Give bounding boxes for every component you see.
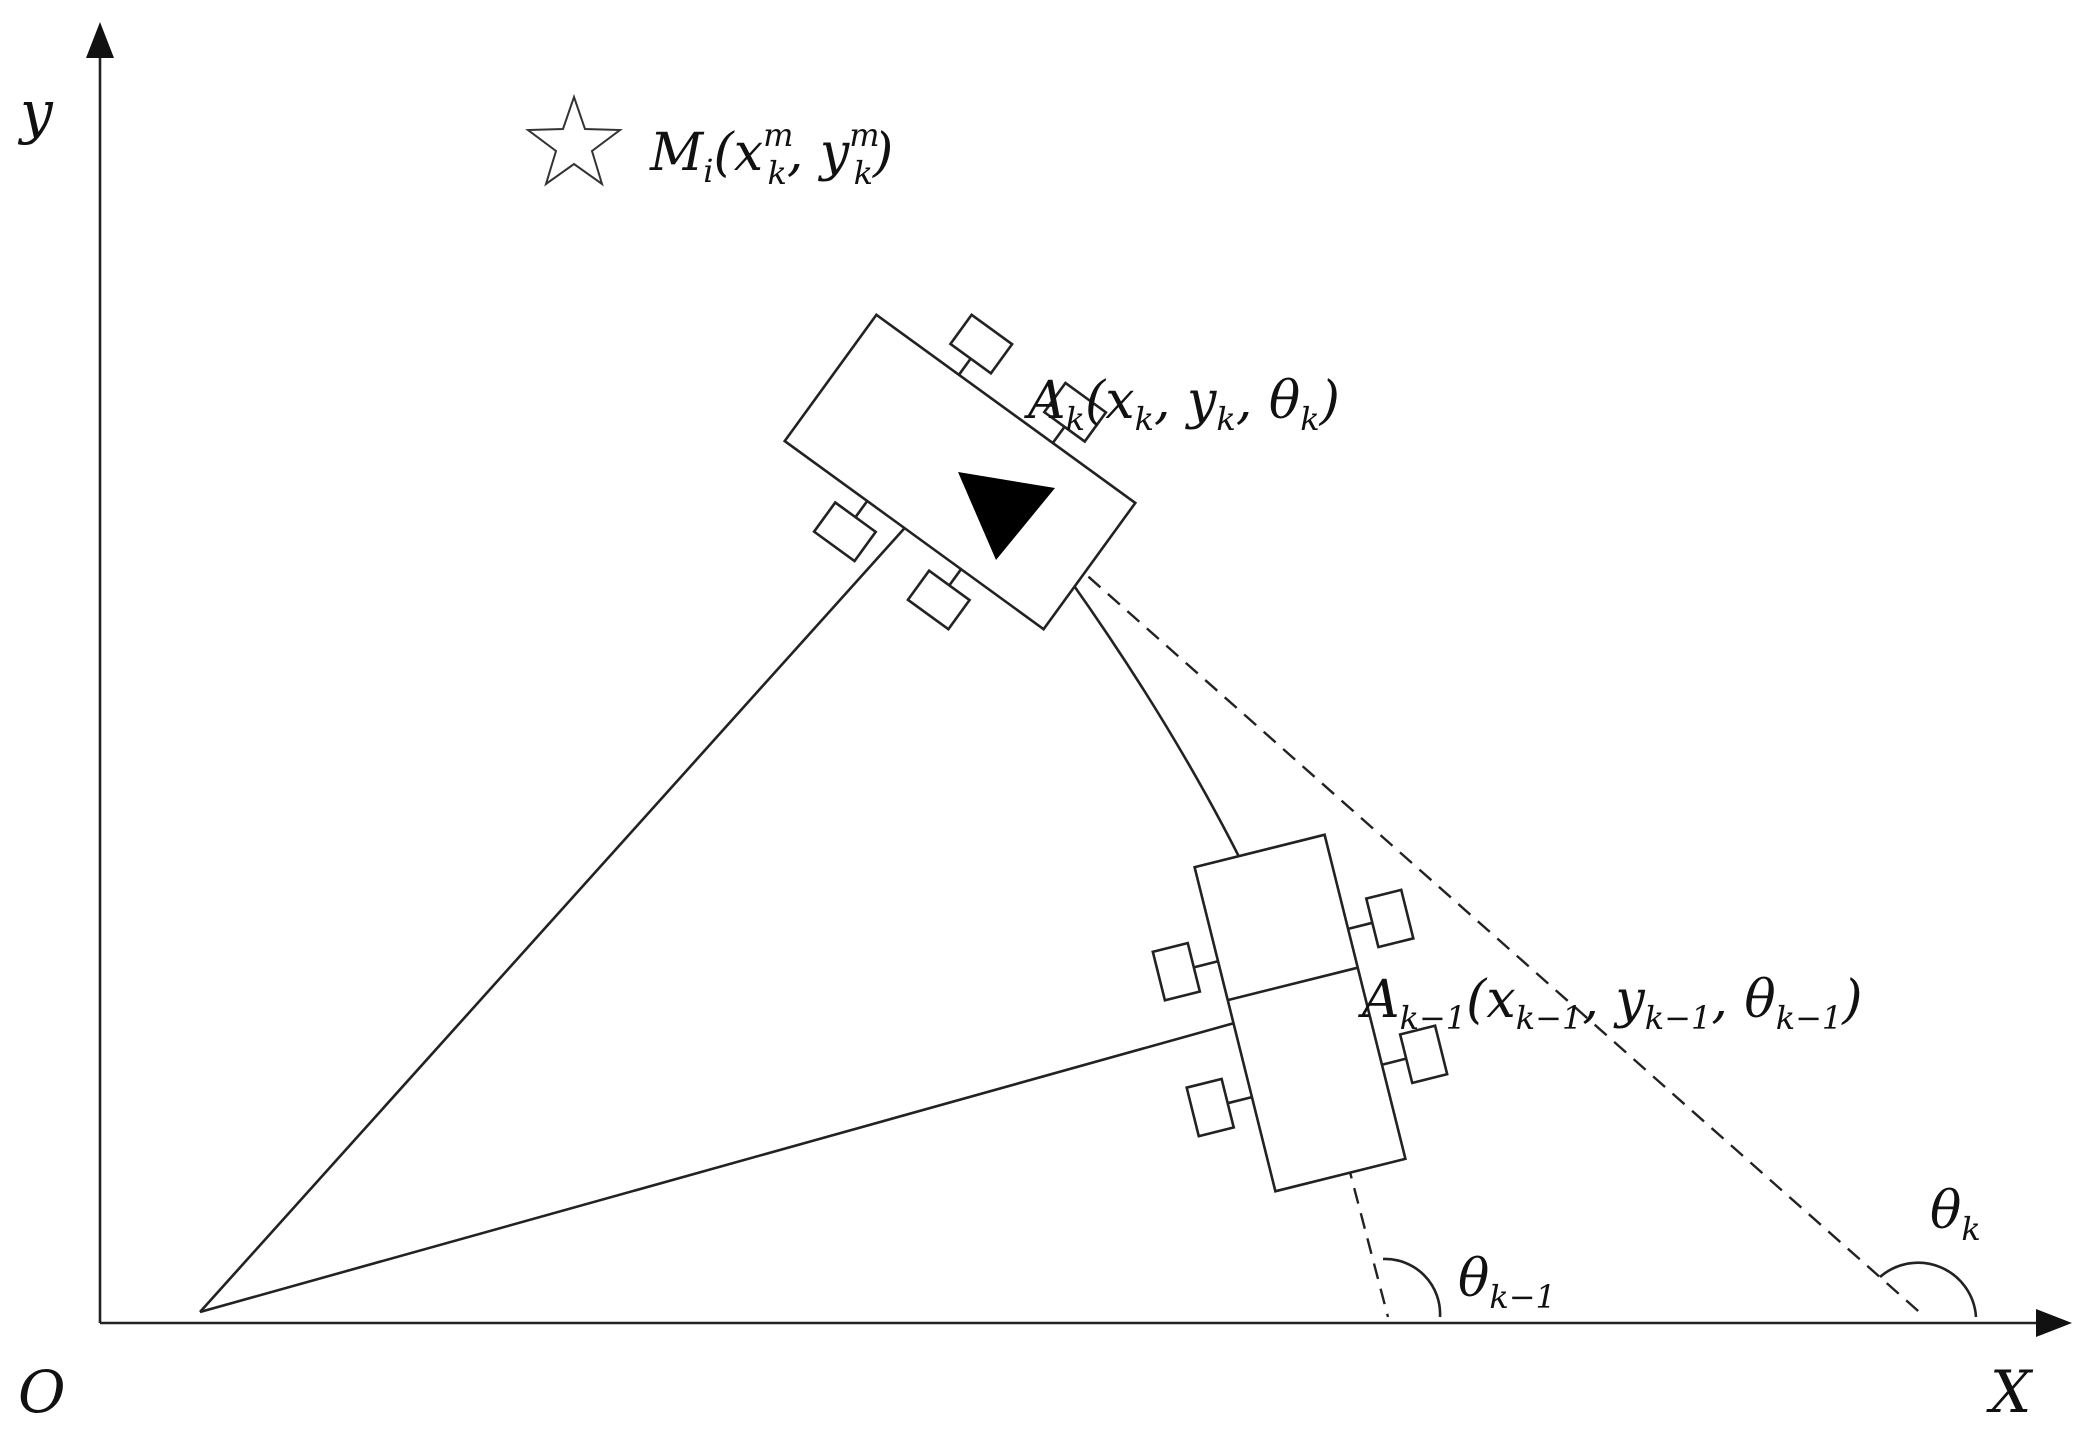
star-icon [525,93,623,187]
wheel-icon [1364,888,1415,949]
wheel-icon [906,569,971,631]
y-axis-arrowhead [86,22,114,58]
robot-pose-k1 [1151,833,1449,1193]
angle-arc-k [1879,1261,1978,1318]
angle-k1-label: θk−1 [1458,1249,1556,1316]
wheel-icon [1185,1077,1236,1138]
origin-label: O [18,1358,66,1426]
heading-arrow-icon [958,472,1055,560]
pose-k1-label: Ak−1(xk−1, yk−1, θk−1) [1358,970,1863,1037]
robot-pose-k [782,313,1138,631]
vector-to-pose-k [199,471,956,1313]
heading-line-k [1029,524,1926,1318]
angle-k-label: θk [1930,1181,1981,1248]
x-axis-label: X [1986,1358,2034,1426]
pose-k-label: Ak(xk, yk, θk) [1024,371,1340,438]
wheel-icon [1151,941,1202,1002]
vector-to-pose-k1 [199,1020,1239,1314]
angle-arc-k1 [1382,1257,1442,1318]
y-axis-label: y [17,78,54,146]
wheel-icon [949,313,1014,375]
wheel-icon [812,501,877,563]
x-axis-arrowhead [2036,1309,2072,1337]
